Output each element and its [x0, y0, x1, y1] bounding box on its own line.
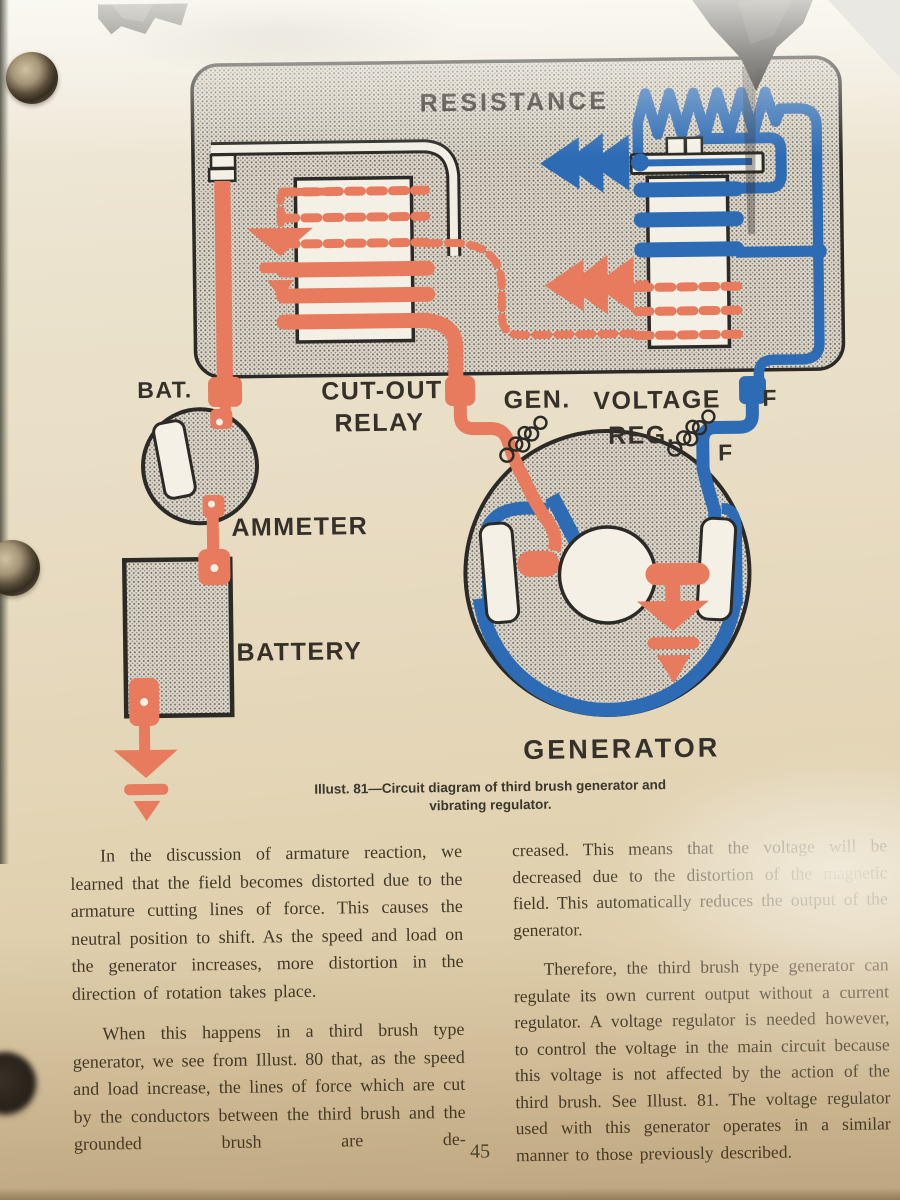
label-f-upper: F: [762, 385, 778, 411]
label-generator: GENERATOR: [523, 732, 720, 765]
contact-wire-thin: [640, 158, 753, 167]
voltage-regulator-core: [645, 174, 732, 350]
right-text-column: creased. This means that the voltage wil…: [512, 832, 891, 1181]
paragraph: creased. This means that the voltage wil…: [511, 835, 888, 940]
ammeter-terminal-top: [210, 408, 233, 430]
relay-series-turn: [275, 260, 435, 278]
left-text-column: In the discussion of armature reaction, …: [70, 838, 466, 1172]
page-number: 45: [469, 1140, 491, 1163]
field-winding-turn: [633, 211, 744, 228]
label-bat: BAT.: [137, 376, 193, 403]
label-battery: BATTERY: [236, 637, 362, 667]
paragraph: Therefore, the third brush type generato…: [513, 954, 891, 1165]
brush-window-left: [478, 521, 521, 625]
gen-terminal: [444, 375, 476, 406]
relay-shunt-turn: [278, 237, 431, 249]
label-voltage: VOLTAGE: [593, 385, 721, 415]
armature-lead-cap: [517, 550, 560, 577]
relay-shunt-turn: [278, 211, 431, 223]
paragraph: When this happens in a third brush type …: [72, 1018, 466, 1154]
shunt-winding-turn: [632, 305, 750, 317]
circuit-diagram: RESISTANCE BAT. CUT-OUT RELAY GEN. VOLTA…: [97, 0, 846, 821]
cutout-contact-point: [209, 153, 237, 170]
relay-series-turn: [276, 286, 436, 304]
label-ammeter: AMMETER: [231, 512, 368, 542]
bat-terminal: [207, 376, 243, 408]
label-reg: REG.: [608, 421, 675, 450]
label-gen: GEN.: [503, 385, 570, 414]
shunt-winding-turn: [632, 281, 750, 293]
battery-wire: [214, 180, 233, 380]
ammeter-battery-wire: [206, 515, 220, 556]
relay-series-turn: [276, 312, 436, 330]
field-winding-turn: [634, 241, 745, 258]
regulator-branch-wire: [736, 245, 819, 258]
label-resistance: RESISTANCE: [419, 87, 609, 117]
regulator-contact-point: [684, 136, 704, 156]
label-relay: RELAY: [334, 408, 424, 437]
label-cutout: CUT-OUT: [321, 376, 443, 406]
paragraph: In the discussion of armature reaction, …: [70, 840, 464, 1004]
binder-clip: [97, 3, 188, 35]
label-f-lower: F: [718, 439, 734, 465]
cutout-contact-point: [207, 167, 237, 183]
regulator-contact-point: [665, 136, 687, 156]
shunt-winding-turn: [632, 329, 750, 341]
field-winding-turn: [633, 181, 744, 198]
generator-shaft: [557, 525, 658, 625]
